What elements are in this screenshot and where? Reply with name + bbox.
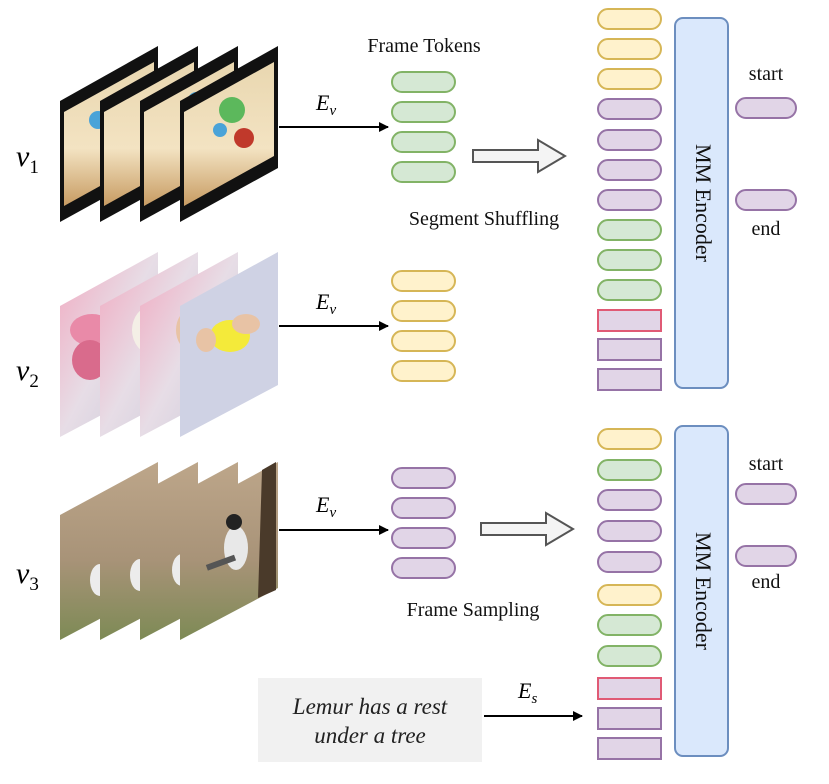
input-token — [597, 428, 662, 450]
output-end-label-top: end — [752, 218, 781, 240]
text-token — [597, 677, 662, 700]
video-v1-frames — [60, 46, 278, 222]
frame-token — [391, 467, 456, 489]
bottom-input-stack — [597, 428, 662, 760]
input-token — [597, 551, 662, 573]
output-start-label-top: start — [749, 63, 784, 85]
input-token — [597, 489, 662, 511]
sentence-query-box: Lemur has a rest under a tree — [258, 678, 482, 762]
input-token — [597, 645, 662, 667]
input-token — [597, 520, 662, 542]
input-token — [597, 584, 662, 606]
frame-token — [391, 330, 456, 352]
mm-encoder-top-label: MM Encoder — [691, 144, 716, 263]
text-token — [597, 309, 662, 332]
output-start-label-bottom: start — [749, 453, 784, 475]
video-frame — [180, 462, 278, 640]
encoder-label-v3: Ev — [315, 492, 336, 521]
frame-token — [391, 360, 456, 382]
video-frame — [180, 252, 278, 437]
tokens-v2 — [391, 270, 456, 382]
mm-encoder-top — [674, 17, 729, 389]
output-end-token-bottom — [735, 545, 797, 567]
input-token — [597, 159, 662, 181]
frame-sampling-label: Frame Sampling — [407, 599, 540, 621]
sentence-encoder-label: Es — [517, 678, 537, 707]
top-input-stack — [597, 8, 662, 391]
input-token — [597, 38, 662, 60]
output-start-token-top — [735, 97, 797, 119]
frame-token — [391, 101, 456, 123]
frame-token — [391, 71, 456, 93]
output-end-token-top — [735, 189, 797, 211]
tokens-v1 — [391, 71, 456, 183]
tokens-v3 — [391, 467, 456, 579]
input-token — [597, 219, 662, 241]
sentence-query-text: Lemur has a rest under a tree — [258, 692, 482, 750]
frame-token — [391, 161, 456, 183]
frame-tokens-label: Frame Tokens — [367, 35, 480, 57]
input-token — [597, 614, 662, 636]
input-token — [597, 68, 662, 90]
shuffle-arrow — [472, 138, 567, 174]
frame-token — [391, 497, 456, 519]
input-token — [597, 189, 662, 211]
frame-token — [391, 557, 456, 579]
encoder-label-v2: Ev — [315, 289, 336, 318]
frame-token — [391, 270, 456, 292]
sentence-line-2: under a tree — [314, 723, 426, 748]
input-token — [597, 8, 662, 30]
text-token — [597, 338, 662, 361]
input-token — [597, 98, 662, 120]
input-token — [597, 249, 662, 271]
frame-token — [391, 527, 456, 549]
output-end-label-bottom: end — [752, 571, 781, 593]
input-token — [597, 129, 662, 151]
mm-encoder-bottom — [674, 425, 729, 757]
video-label-v1: v1 — [16, 140, 39, 178]
mm-encoder-bottom-label: MM Encoder — [691, 532, 716, 651]
text-token — [597, 737, 662, 760]
video-label-v2: v2 — [16, 354, 39, 392]
output-start-token-bottom — [735, 483, 797, 505]
video-v2-frames — [60, 252, 278, 437]
encoder-label-v1: Ev — [315, 90, 336, 119]
sampling-arrow — [480, 511, 575, 547]
input-token — [597, 459, 662, 481]
video-label-v3: v3 — [16, 557, 39, 595]
video-v3-frames — [60, 462, 278, 640]
frame-token — [391, 300, 456, 322]
input-token — [597, 279, 662, 301]
text-token — [597, 368, 662, 391]
sentence-line-1: Lemur has a rest — [292, 694, 448, 719]
text-token — [597, 707, 662, 730]
video-frame — [180, 46, 278, 222]
frame-token — [391, 131, 456, 153]
segment-shuffling-label: Segment Shuffling — [409, 208, 559, 230]
